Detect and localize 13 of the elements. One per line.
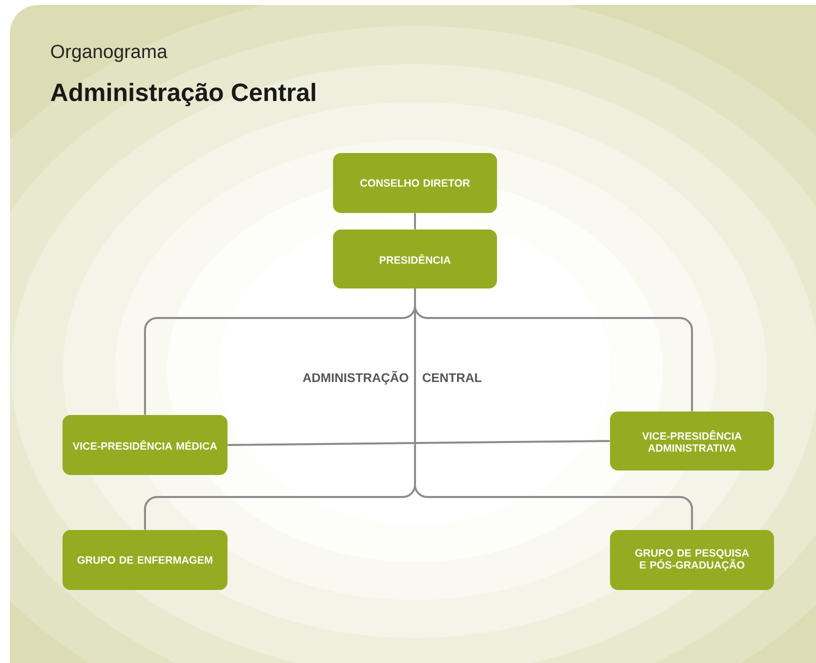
subtitle: Organograma xyxy=(51,44,168,62)
title: Administração Central xyxy=(50,82,316,106)
connector-line xyxy=(414,288,693,530)
org-box: VICE-PRESIDÊNCIA ADMINISTRATIVA xyxy=(610,411,774,470)
section-label: ADMINISTRAÇÃO xyxy=(302,370,408,385)
connector-line xyxy=(228,440,610,446)
section-label: CENTRAL xyxy=(422,373,482,382)
org-box: VICE-PRESIDÊNCIA MÉDICA xyxy=(62,414,228,475)
org-box: GRUPO DE PESQUISA E PÓS-GRADUAÇÃO xyxy=(610,530,774,590)
connector-line xyxy=(414,213,416,230)
org-box: PRESIDÊNCIA xyxy=(333,229,497,288)
org-box: GRUPO DE ENFERMAGEM xyxy=(62,530,228,590)
org-box: CONSELHO DIRETOR xyxy=(333,152,497,213)
